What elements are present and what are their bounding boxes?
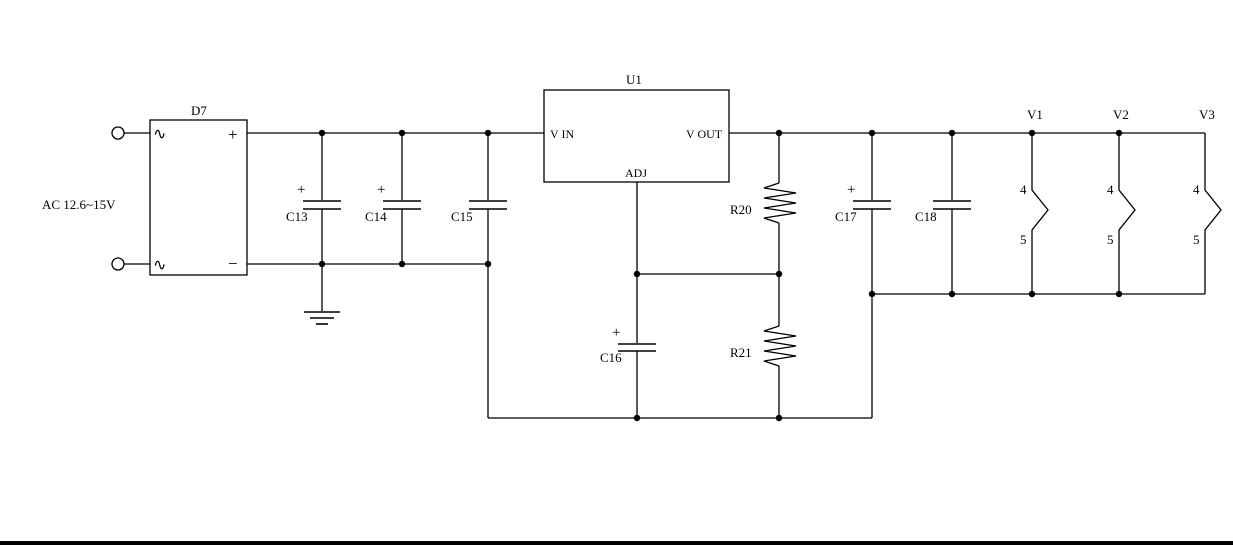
c14-label: C14 (365, 209, 387, 224)
v3-pin4: 4 (1193, 182, 1200, 197)
pin-vin-label: V IN (550, 127, 574, 141)
rectifier-ac-bottom-symbol: ∿ (153, 257, 166, 274)
c16-polarity: + (612, 325, 620, 341)
c17-polarity: + (847, 182, 855, 198)
capacitor-c17: + C17 (835, 133, 891, 294)
bottom-rule (0, 541, 1233, 545)
v3-pin5: 5 (1193, 232, 1200, 247)
load-v1: V1 4 5 (1020, 107, 1049, 294)
pin-adj-label: ADJ (625, 166, 647, 180)
rectifier-label: D7 (191, 103, 207, 118)
rectifier-ac-top-symbol: ∿ (153, 126, 166, 143)
capacitor-c16: + C16 (600, 182, 779, 418)
regulator-u1: U1 V IN V OUT ADJ (543, 72, 730, 183)
resistor-r21: R21 (730, 274, 797, 418)
rectifier-minus-symbol: − (228, 254, 238, 273)
v2-label: V2 (1113, 107, 1129, 122)
bridge-rectifier-d7: D7 ∿ ∿ + − (149, 103, 248, 276)
r20-label: R20 (730, 202, 752, 217)
c14-polarity: + (377, 182, 385, 198)
capacitor-c14: + C14 (365, 133, 421, 264)
capacitor-c13: + C13 (286, 133, 341, 264)
input-voltage-label: AC 12.6~15V (42, 197, 116, 212)
input-terminal-top (111, 126, 125, 140)
r21-label: R21 (730, 345, 752, 360)
resistor-r20: R20 (730, 133, 797, 274)
capacitor-c15: C15 (451, 133, 507, 264)
v2-pin5: 5 (1107, 232, 1114, 247)
c15-label: C15 (451, 209, 473, 224)
rails (247, 132, 1205, 419)
rectifier-plus-symbol: + (228, 125, 238, 144)
pin-vout-label: V OUT (686, 127, 723, 141)
v1-label: V1 (1027, 107, 1043, 122)
c17-label: C17 (835, 209, 857, 224)
ground-symbol (304, 264, 340, 325)
regulator-label: U1 (626, 72, 642, 87)
c18-label: C18 (915, 209, 937, 224)
c16-label: C16 (600, 350, 622, 365)
c13-label: C13 (286, 209, 308, 224)
junction-dots (318, 129, 1123, 422)
v2-pin4: 4 (1107, 182, 1114, 197)
load-v2: V2 4 5 (1107, 107, 1136, 294)
v1-pin5: 5 (1020, 232, 1027, 247)
capacitor-c18: C18 (915, 133, 971, 294)
input-terminals: AC 12.6~15V (42, 126, 150, 271)
v3-label: V3 (1199, 107, 1215, 122)
load-v3: V3 4 5 (1193, 107, 1222, 294)
v1-pin4: 4 (1020, 182, 1027, 197)
input-terminal-bottom (111, 257, 125, 271)
c13-polarity: + (297, 182, 305, 198)
